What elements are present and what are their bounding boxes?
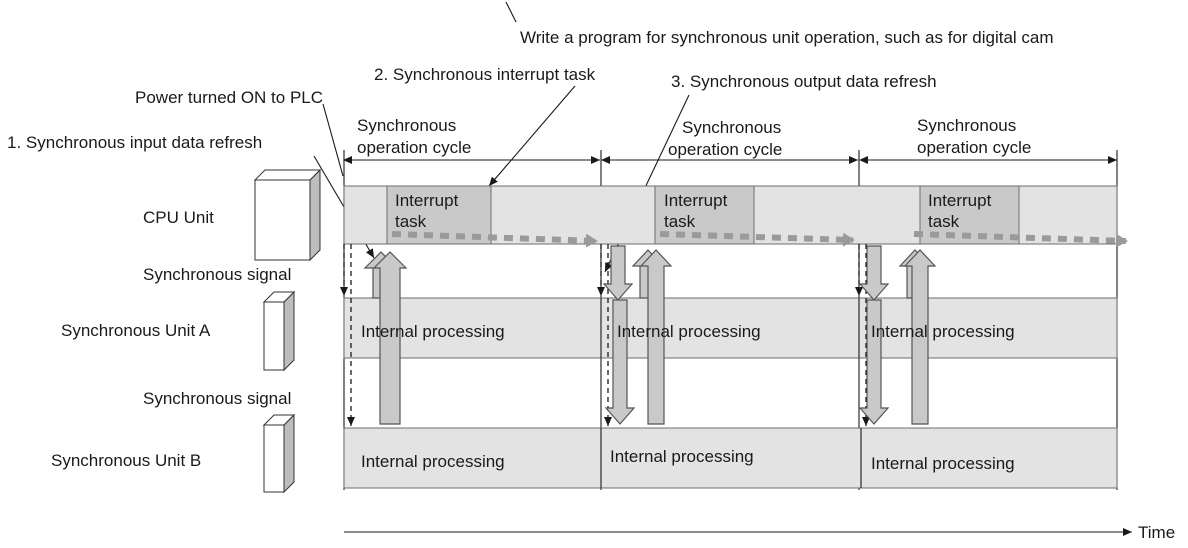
output-refresh-arrow-a-2	[602, 245, 634, 301]
step1-label: 1. Synchronous input data refresh	[7, 133, 262, 152]
step2-label: 2. Synchronous interrupt task	[374, 65, 596, 84]
interrupt-task-2-line2: task	[664, 212, 696, 231]
interrupt-task-3-line1: Interrupt	[928, 191, 992, 210]
flow-arrow-3	[913, 231, 1128, 248]
unit-a-processing-2: Internal processing	[617, 322, 761, 341]
unit-b-bar	[343, 427, 1118, 489]
step3-label: 3. Synchronous output data refresh	[671, 72, 937, 91]
cycle-2-line1: Synchronous	[682, 118, 781, 137]
sync-signal-label-2: Synchronous signal	[143, 389, 291, 408]
sync-unit-b-icon	[262, 413, 296, 494]
output-refresh-arrow-a-3	[858, 245, 890, 301]
sync-unit-a-label: Synchronous Unit A	[61, 321, 211, 340]
unit-b-processing-2: Internal processing	[610, 447, 754, 466]
cpu-unit-icon	[253, 168, 322, 262]
input-refresh-arrow-b-1	[372, 251, 408, 425]
cycle-3-line2: operation cycle	[917, 138, 1031, 157]
cycle-3-line1: Synchronous	[917, 116, 1016, 135]
sync-unit-a-icon	[262, 290, 296, 372]
unit-b-processing-3: Internal processing	[871, 454, 1015, 473]
cycle-1-line1: Synchronous	[357, 116, 456, 135]
input-refresh-arrow-b-3	[903, 249, 937, 425]
interrupt-task-1-line2: task	[395, 212, 427, 231]
flow-arrow-1	[391, 231, 598, 248]
interrupt-task-1-line1: Interrupt	[395, 191, 459, 210]
sync-signal-label-1: Synchronous signal	[143, 265, 291, 284]
cycle-1-line2: operation cycle	[357, 138, 471, 157]
top-note-leader	[505, 1, 517, 23]
unit-a-processing-3: Internal processing	[871, 322, 1015, 341]
sync-unit-b-label: Synchronous Unit B	[51, 451, 201, 470]
unit-b-processing-1: Internal processing	[361, 452, 505, 471]
output-refresh-arrow-b-2	[604, 299, 636, 425]
cpu-unit-label: CPU Unit	[143, 208, 214, 227]
input-refresh-arrow-b-2	[639, 249, 673, 425]
interrupt-task-2	[654, 185, 755, 245]
step2-leader	[488, 85, 576, 187]
time-label: Time	[1138, 523, 1175, 542]
output-refresh-arrow-b-3	[858, 299, 890, 425]
power-on-leader	[322, 103, 344, 177]
interrupt-task-2-line1: Interrupt	[664, 191, 728, 210]
power-on-label: Power turned ON to PLC	[135, 88, 323, 107]
cycle-2-line2: operation cycle	[668, 140, 782, 159]
top-note: Write a program for synchronous unit ope…	[520, 28, 1054, 47]
unit-a-processing-1: Internal processing	[361, 322, 505, 341]
interrupt-task-3-line2: task	[928, 212, 960, 231]
flow-arrow-2	[659, 231, 855, 247]
unit-a-bar	[343, 297, 1118, 359]
